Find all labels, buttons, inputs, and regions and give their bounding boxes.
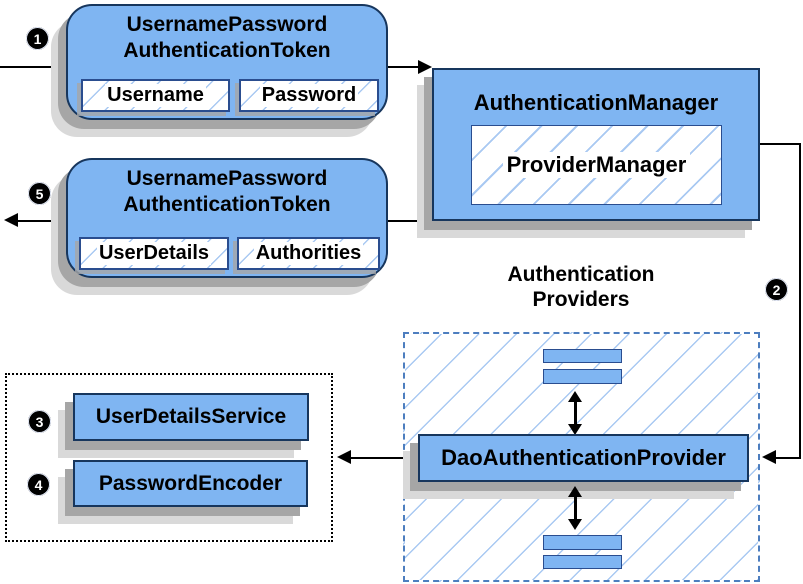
userdetails-service-label: UserDetailsService [95,405,287,428]
provider-link-bottom-up-arrow-icon [568,486,582,497]
userdetails-field: UserDetails [79,237,229,270]
authentication-manager-node: AuthenticationManager ProviderManager [432,68,760,221]
dao-authentication-provider-node: DaoAuthenticationProvider [418,434,749,482]
step-1-badge: 1 [26,27,49,50]
userdetails-field-label: UserDetails [96,242,212,265]
result-token-title: UsernamePassword AuthenticationToken [68,160,386,218]
result-token-title-line2: AuthenticationToken [123,193,331,216]
authentication-manager-title: AuthenticationManager [473,90,719,115]
provider-link-top-up-arrow-icon [568,391,582,402]
step-1-number: 1 [33,30,42,47]
step-5-badge: 5 [28,182,51,205]
request-token-title-line1: UsernamePassword [126,13,328,36]
step-2-number: 2 [772,281,781,298]
manager-to-provider-connector-bottom [774,457,801,459]
dao-authentication-provider-label: DaoAuthenticationProvider [441,445,726,470]
password-encoder-node: PasswordEncoder [73,460,308,507]
step-2-badge: 2 [765,278,788,301]
request-token-title-line2: AuthenticationToken [123,39,331,62]
provider-bar-top-2 [543,369,622,384]
password-encoder-label: PasswordEncoder [98,471,283,495]
step-4-number: 4 [34,476,43,493]
provider-link-bottom-down-arrow-icon [568,519,582,530]
password-field-label: Password [259,84,359,107]
provider-manager-label: ProviderManager [502,152,691,178]
request-token-node: UsernamePassword AuthenticationToken Use… [66,4,388,120]
services-arrowhead-icon [337,450,351,464]
provider-bar-top-1 [543,349,622,363]
result-token-node: UsernamePassword AuthenticationToken Use… [66,158,388,278]
provider-bar-bottom-1 [543,535,622,550]
provider-bar-bottom-2 [543,555,622,569]
provider-arrowhead-icon [762,450,776,464]
password-field: Password [239,79,379,112]
provider-to-services-arrow-line [349,457,418,459]
provider-link-bottom-line [574,495,577,521]
authorities-field-label: Authorities [253,242,364,265]
step-3-number: 3 [35,413,44,430]
authorities-field: Authorities [237,237,380,270]
manager-to-provider-connector-top [760,143,801,145]
manager-to-provider-connector-vertical [799,143,801,459]
request-arrowhead-icon [418,60,432,74]
step-3-badge: 3 [28,410,51,433]
providers-heading: Authentication Providers [431,262,731,312]
username-field: Username [81,79,230,112]
provider-link-top-line [574,400,577,426]
username-field-label: Username [105,84,206,107]
result-token-title-line1: UsernamePassword [126,167,328,190]
step-5-number: 5 [35,185,44,202]
request-token-title: UsernamePassword AuthenticationToken [68,6,386,64]
provider-link-top-down-arrow-icon [568,424,582,435]
providers-heading-line1: Authentication [507,263,655,286]
providers-heading-line2: Providers [532,288,630,311]
step-4-badge: 4 [27,473,50,496]
provider-manager-node: ProviderManager [471,125,722,205]
response-arrowhead-icon [4,213,18,227]
userdetails-service-node: UserDetailsService [73,393,309,441]
